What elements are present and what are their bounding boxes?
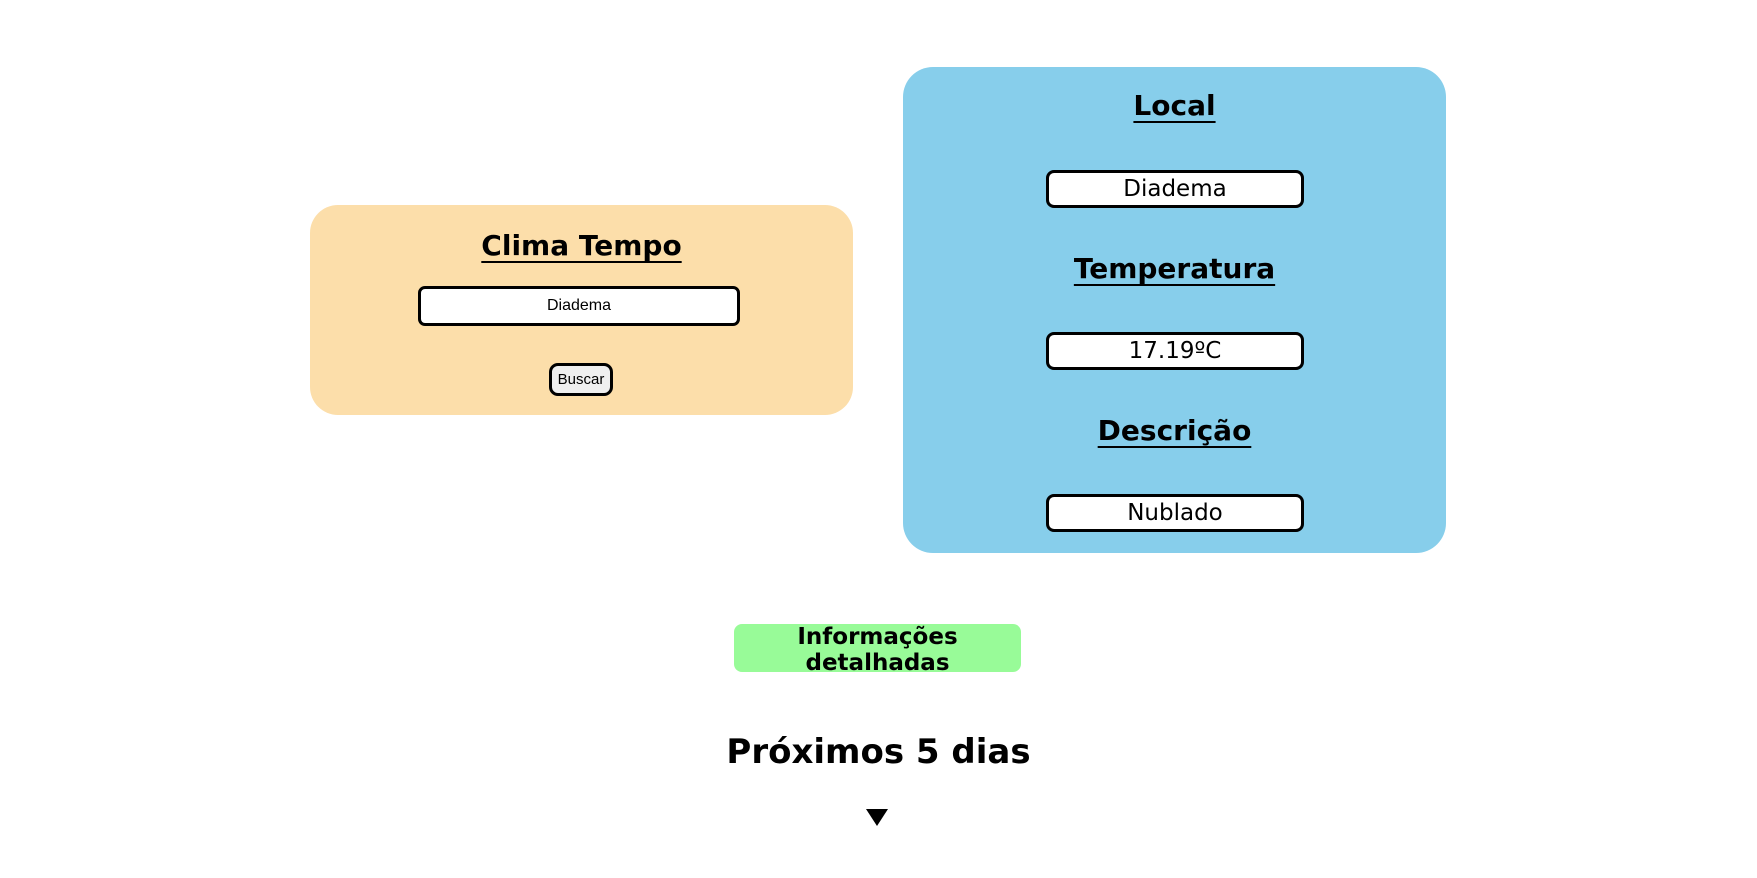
weather-result-card: Local Diadema Temperatura 17.19ºC Descri…	[903, 67, 1446, 553]
local-value: Diadema	[1046, 170, 1304, 208]
temperature-value: 17.19ºC	[1046, 332, 1304, 370]
description-heading: Descrição	[903, 414, 1446, 447]
temperature-heading-text: Temperatura	[1073, 252, 1276, 285]
next-days-heading: Próximos 5 dias	[726, 732, 1031, 772]
search-card-title-text: Clima Tempo	[481, 229, 682, 262]
search-card-title: Clima Tempo	[310, 229, 853, 262]
description-heading-text: Descrição	[1097, 414, 1252, 447]
detailed-info-button[interactable]: Informações detalhadas	[734, 624, 1021, 676]
description-value: Nublado	[1046, 494, 1304, 532]
local-heading-text: Local	[1133, 89, 1216, 122]
temperature-heading: Temperatura	[903, 252, 1446, 285]
local-heading: Local	[903, 89, 1446, 122]
search-button[interactable]: Buscar	[549, 363, 613, 396]
city-search-input[interactable]	[418, 286, 740, 326]
search-card: Clima Tempo Buscar	[310, 205, 853, 415]
triangle-down-icon[interactable]	[866, 809, 888, 826]
